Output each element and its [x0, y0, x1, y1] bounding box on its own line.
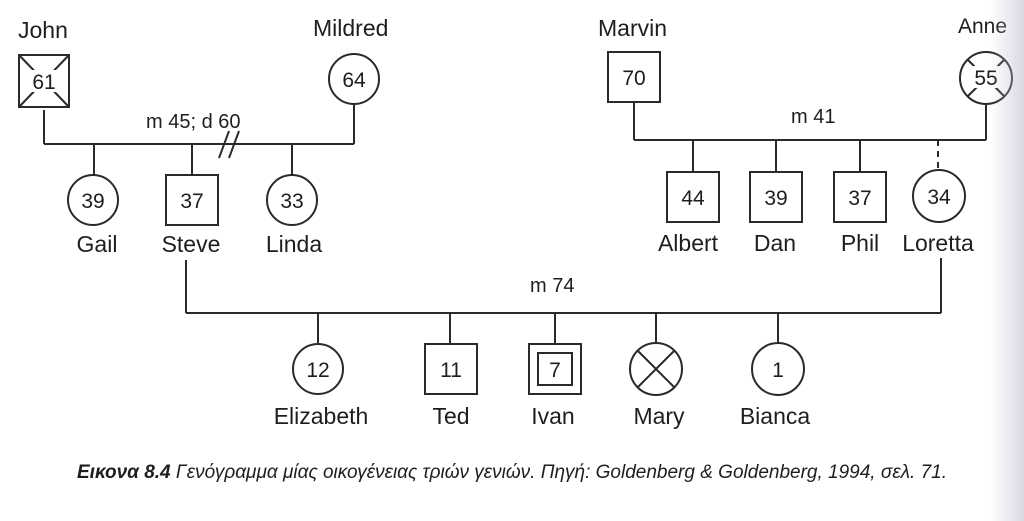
- person-age: 11: [440, 359, 462, 382]
- person-name: John: [18, 17, 68, 43]
- person-name: Mildred: [313, 15, 388, 41]
- person-age: 33: [280, 190, 303, 213]
- person-age: 1: [772, 359, 784, 382]
- person-name: Mary: [633, 403, 685, 429]
- union-label-steve-loretta: m 74: [530, 275, 574, 297]
- female-symbol: [67, 174, 119, 226]
- person-name: Marvin: [598, 15, 667, 41]
- page-edge-shadow: [990, 0, 1024, 521]
- person-age: 12: [306, 359, 329, 382]
- male-symbol: [666, 171, 720, 223]
- person-marvin: Marvin 70: [598, 15, 667, 103]
- male-symbol: [607, 51, 661, 103]
- person-john: John 61: [18, 17, 70, 108]
- person-name: Elizabeth: [274, 403, 369, 429]
- person-name: Loretta: [902, 230, 974, 256]
- person-age: 7: [549, 359, 561, 382]
- male-symbol: [833, 171, 887, 223]
- person-bianca: 1 Bianca: [740, 342, 811, 429]
- person-elizabeth: 12 Elizabeth: [274, 343, 369, 429]
- person-name: Gail: [77, 231, 118, 257]
- person-name: Steve: [162, 231, 221, 257]
- figure-caption: Εικονα 8.4 Γενόγραμμα μίας οικογένειας τ…: [0, 461, 1024, 485]
- person-loretta: 34 Loretta: [902, 169, 974, 256]
- person-age: 37: [180, 190, 203, 213]
- female-symbol: [328, 53, 380, 105]
- person-name: Dan: [754, 230, 796, 256]
- union-john-mildred: [43, 103, 355, 175]
- person-age: 70: [622, 67, 645, 90]
- union-label-marvin-anne: m 41: [791, 106, 835, 128]
- person-age: 37: [848, 187, 871, 210]
- person-mary: Mary: [629, 342, 685, 429]
- person-age: 39: [764, 187, 787, 210]
- male-symbol: [165, 174, 219, 226]
- person-albert: 44 Albert: [658, 171, 720, 256]
- person-name: Albert: [658, 230, 719, 256]
- person-name: Ivan: [531, 403, 574, 429]
- male-symbol: [749, 171, 803, 223]
- person-mildred: Mildred 64: [313, 15, 388, 105]
- person-name: Bianca: [740, 403, 811, 429]
- person-ted: 11 Ted: [424, 343, 478, 429]
- female-symbol: [292, 343, 344, 395]
- caption-label: Εικονα 8.4: [77, 462, 171, 483]
- union-steve-loretta: [185, 258, 942, 343]
- person-gail: 39 Gail: [67, 174, 119, 257]
- person-linda: 33 Linda: [266, 174, 322, 257]
- person-age: 34: [927, 186, 951, 209]
- union-marvin-anne: [633, 102, 987, 172]
- union-label-john-mildred: m 45; d 60: [146, 111, 241, 133]
- person-age: 61: [32, 71, 55, 94]
- female-symbol: [912, 169, 966, 223]
- person-phil: 37 Phil: [833, 171, 887, 256]
- person-age: 39: [81, 190, 104, 213]
- person-name: Ted: [432, 403, 469, 429]
- female-symbol: [751, 342, 805, 396]
- caption-text: Γενόγραμμα μίας οικογένειας τριών γενιών…: [175, 462, 947, 483]
- person-steve: 37 Steve: [162, 174, 221, 257]
- female-symbol: [266, 174, 318, 226]
- person-name: Phil: [841, 230, 879, 256]
- person-name: Linda: [266, 231, 322, 257]
- person-dan: 39 Dan: [749, 171, 803, 256]
- index-person-marker: [537, 352, 573, 386]
- male-symbol: [424, 343, 478, 395]
- person-ivan: 7 Ivan: [528, 343, 582, 429]
- person-age: 64: [342, 69, 366, 92]
- person-age: 44: [681, 187, 705, 210]
